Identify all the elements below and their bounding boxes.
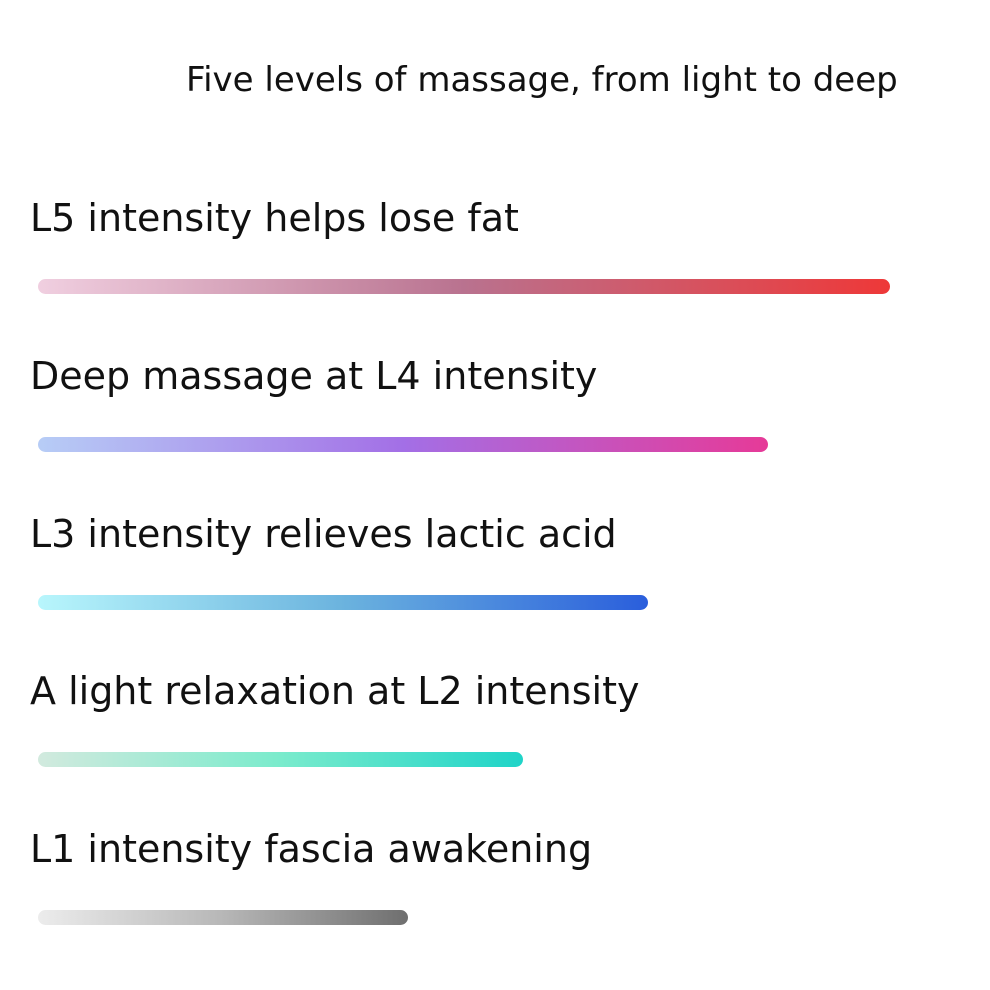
intensity-bar-l1 xyxy=(38,910,890,925)
intensity-bar-fill-l3 xyxy=(38,595,649,610)
level-label-l5: L5 intensity helps lose fat xyxy=(30,196,519,240)
intensity-bar-l4 xyxy=(38,437,890,452)
intensity-bar-l5 xyxy=(38,279,890,294)
level-label-l1: L1 intensity fascia awakening xyxy=(30,827,593,871)
level-row-l4: Deep massage at L4 intensity xyxy=(30,352,960,452)
page-title: Five levels of massage, from light to de… xyxy=(186,60,898,100)
intensity-bar-fill-l4 xyxy=(38,437,769,452)
level-row-l1: L1 intensity fascia awakening xyxy=(30,825,960,925)
level-row-l3: L3 intensity relieves lactic acid xyxy=(30,510,960,610)
intensity-bar-l2 xyxy=(38,752,890,767)
intensity-bar-fill-l5 xyxy=(38,279,890,294)
level-label-l4: Deep massage at L4 intensity xyxy=(30,354,598,398)
level-label-l2: A light relaxation at L2 intensity xyxy=(30,669,640,713)
intensity-bar-l3 xyxy=(38,595,890,610)
intensity-bar-fill-l2 xyxy=(38,752,523,767)
level-row-l5: L5 intensity helps lose fat xyxy=(30,194,960,294)
level-row-l2: A light relaxation at L2 intensity xyxy=(30,667,960,767)
level-label-l3: L3 intensity relieves lactic acid xyxy=(30,512,617,556)
intensity-bar-fill-l1 xyxy=(38,910,408,925)
